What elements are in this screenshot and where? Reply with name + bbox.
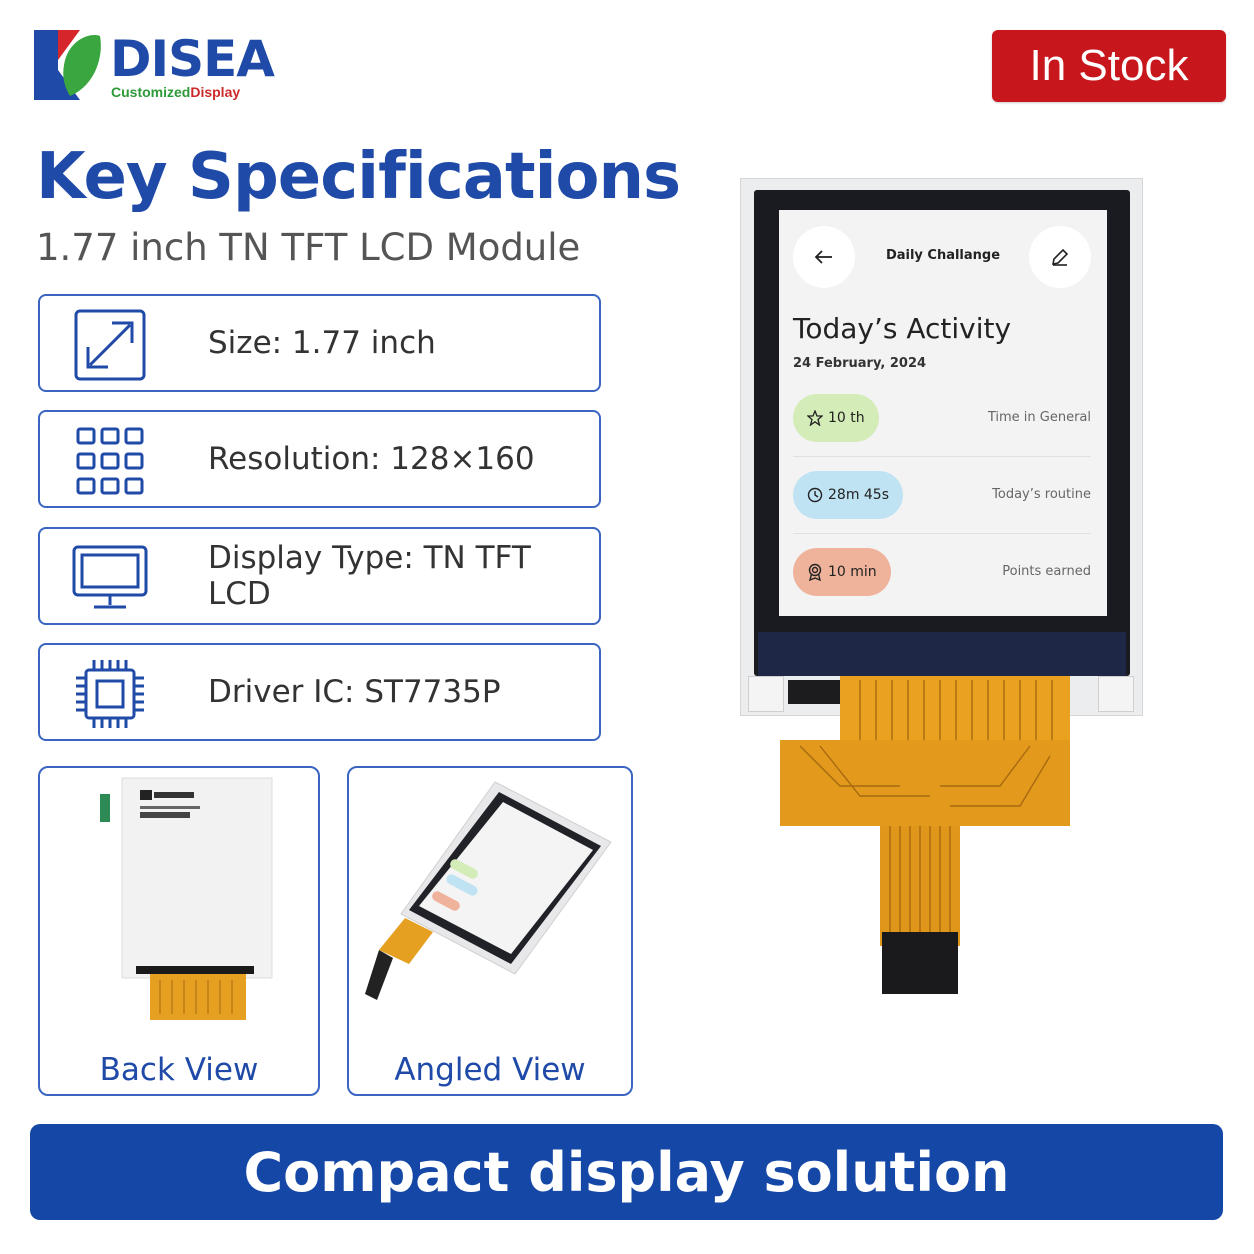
screen-title: Today’s Activity [793, 312, 1012, 345]
spec-driver-ic-label: Driver IC: ST7735P [208, 674, 501, 710]
stat-value-rank: 10 th [828, 410, 865, 426]
brand-name: DISEA [110, 30, 275, 88]
clock-icon [807, 487, 823, 503]
angled-view-card: Angled View [347, 766, 633, 1096]
spec-card-driver-ic: Driver IC: ST7735P [38, 643, 601, 741]
back-arrow-button[interactable] [793, 226, 855, 288]
back-view-image [100, 777, 273, 1020]
brand-logo: DISEA CustomizedDisplay [34, 28, 275, 104]
page-title: Key Specifications [36, 140, 681, 214]
stat-value-points: 10 min [828, 564, 877, 580]
spec-size-label: Size: 1.77 inch [208, 325, 436, 361]
footer-banner: Compact display solution [30, 1124, 1223, 1220]
brand-tagline: CustomizedDisplay [111, 84, 241, 100]
arrow-left-icon [814, 250, 832, 264]
spec-card-size: Size: 1.77 inch [38, 294, 601, 392]
screen-date: 24 February, 2024 [793, 356, 927, 371]
angled-view-image [365, 781, 612, 1000]
back-view-label: Back View [99, 1052, 259, 1088]
stat-pill-duration: 28m 45s [793, 471, 904, 519]
star-icon [807, 410, 823, 426]
fpc-ribbon-cable [780, 676, 1070, 994]
angled-view-label: Angled View [394, 1052, 586, 1088]
lcd-screen: Daily Challange Today’s Activity 24 Febr… [779, 210, 1107, 616]
pencil-icon [1051, 248, 1069, 266]
spec-display-type-label: Display Type: TN TFT LCD [208, 540, 531, 612]
row-divider [793, 456, 1091, 457]
spec-card-resolution: Resolution: 128×160 [38, 410, 601, 508]
stat-pill-rank: 10 th [793, 394, 879, 442]
stat-label-duration: Today’s routine [992, 487, 1091, 502]
stat-pill-points: 10 min [793, 548, 891, 596]
spec-card-display-type: Display Type: TN TFT LCD [38, 527, 601, 625]
in-stock-badge: In Stock [992, 30, 1226, 102]
lcd-mount-tab-left [748, 676, 784, 712]
chip-icon [72, 657, 148, 731]
lcd-mount-tab-right [1098, 676, 1134, 712]
edit-button[interactable] [1029, 226, 1091, 288]
stat-value-duration: 28m 45s [828, 487, 890, 503]
spec-resolution-label: Resolution: 128×160 [208, 441, 535, 477]
stat-label-rank: Time in General [987, 410, 1091, 425]
lcd-bottom-strip [758, 632, 1126, 676]
row-divider [793, 533, 1091, 534]
back-view-card: Back View [38, 766, 320, 1096]
monitor-icon [72, 541, 148, 615]
award-icon [808, 563, 822, 581]
screen-header: Daily Challange [885, 248, 1001, 263]
stat-label-points: Points earned [1002, 564, 1091, 579]
page-subtitle: 1.77 inch TN TFT LCD Module [36, 226, 581, 269]
pixel-grid-icon [72, 424, 148, 498]
disea-logo-icon [34, 30, 101, 100]
resize-arrows-icon [72, 308, 148, 382]
